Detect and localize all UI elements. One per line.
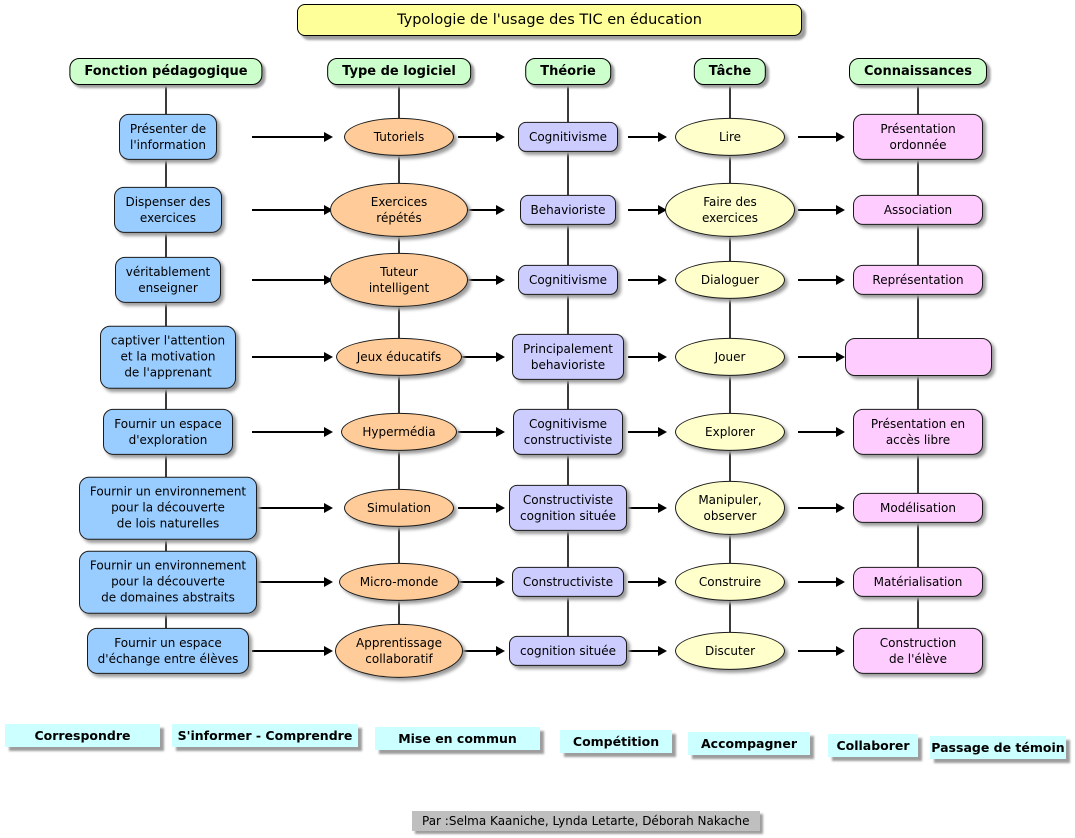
node-logiciel: Hypermédia [341, 412, 457, 452]
diagram-title: Typologie de l'usage des TIC en éducatio… [297, 4, 802, 36]
arrow-right-icon [458, 275, 505, 284]
arrow-right-icon [252, 427, 333, 436]
arrow-right-icon [252, 275, 333, 284]
arrow-right-icon [252, 205, 333, 214]
node-connaissances: Construction de l'élève [853, 627, 983, 675]
node-fonction: Fournir un espace d'échange entre élèves [86, 627, 250, 675]
node-connaissances-empty [844, 338, 992, 376]
node-logiciel: Tuteur intelligent [330, 252, 468, 308]
legend-item: Compétition [560, 730, 672, 753]
node-tache: Faire des exercices [665, 182, 795, 238]
node-tache: Explorer [675, 412, 785, 452]
arrow-right-icon [628, 352, 667, 361]
node-connaissances: Modélisation [853, 492, 983, 524]
arrow-right-icon [628, 205, 667, 214]
node-fonction: Fournir un environnement pour la découve… [78, 476, 258, 540]
node-connaissances: Présentation ordonnée [853, 113, 983, 161]
node-tache: Discuter [675, 631, 785, 671]
arrow-right-icon [628, 132, 667, 141]
arrow-right-icon [458, 427, 505, 436]
node-fonction: Dispenser des exercices [114, 186, 222, 234]
arrow-right-icon [458, 205, 505, 214]
node-logiciel: Apprentissage collaboratif [335, 623, 463, 679]
node-fonction: véritablement enseigner [114, 256, 222, 304]
node-connaissances: Association [853, 194, 983, 226]
node-theorie: cognition située [509, 635, 627, 667]
arrow-right-icon [798, 577, 845, 586]
legend-item: Passage de témoin [930, 736, 1066, 759]
authors-credit: Par :Selma Kaaniche, Lynda Letarte, Débo… [412, 811, 760, 831]
node-fonction: Fournir un environnement pour la découve… [78, 550, 258, 614]
arrow-right-icon [252, 352, 333, 361]
column-header-theorie: Théorie [525, 58, 611, 85]
column-header-tache: Tâche [693, 58, 767, 85]
arrow-right-icon [252, 503, 333, 512]
column-header-connaissances: Connaissances [849, 58, 987, 85]
node-theorie: Cognitivisme constructiviste [512, 408, 624, 456]
arrow-right-icon [628, 503, 667, 512]
arrow-right-icon [252, 132, 333, 141]
arrow-right-icon [628, 577, 667, 586]
arrow-right-icon [458, 577, 505, 586]
node-theorie: Principalement behavioriste [512, 333, 624, 381]
arrow-right-icon [458, 132, 505, 141]
column-header-logiciel: Type de logiciel [327, 58, 471, 85]
arrow-right-icon [458, 503, 505, 512]
legend-item: Mise en commun [375, 727, 540, 750]
node-fonction: Fournir un espace d'exploration [103, 408, 233, 456]
arrow-right-icon [798, 503, 845, 512]
arrow-right-icon [458, 352, 505, 361]
arrow-right-icon [458, 646, 505, 655]
node-theorie: Cognitivisme [517, 264, 619, 296]
legend-item: Correspondre [5, 724, 160, 747]
node-connaissances: Présentation en accès libre [853, 408, 983, 456]
arrow-right-icon [252, 646, 333, 655]
legend-item: Accompagner [688, 732, 810, 755]
arrow-right-icon [798, 427, 845, 436]
arrow-right-icon [798, 646, 845, 655]
node-fonction: Présenter de l'information [118, 113, 218, 161]
node-connaissances: Représentation [853, 264, 983, 296]
node-theorie: Constructiviste [511, 566, 625, 598]
legend-item: Collaborer [828, 734, 918, 757]
node-tache: Lire [675, 117, 785, 157]
node-logiciel: Jeux éducatifs [335, 337, 463, 377]
arrow-right-icon [628, 275, 667, 284]
node-logiciel: Exercices répétés [330, 182, 468, 238]
arrow-right-icon [798, 352, 845, 361]
node-tache: Construire [675, 562, 785, 602]
arrow-right-icon [798, 275, 845, 284]
node-logiciel: Simulation [344, 488, 454, 528]
node-theorie: Constructiviste cognition située [509, 484, 627, 532]
node-theorie: Behavioriste [519, 194, 617, 226]
arrow-right-icon [252, 577, 333, 586]
arrow-right-icon [798, 132, 845, 141]
legend-item: S'informer - Comprendre [172, 724, 358, 747]
node-tache: Dialoguer [675, 260, 785, 300]
node-tache: Jouer [675, 337, 785, 377]
node-theorie: Cognitivisme [517, 121, 619, 153]
arrow-right-icon [798, 205, 845, 214]
node-fonction: captiver l'attention et la motivation de… [99, 325, 237, 389]
node-connaissances: Matérialisation [853, 566, 983, 598]
node-logiciel: Tutoriels [344, 117, 454, 157]
node-tache: Manipuler, observer [675, 480, 785, 536]
arrow-right-icon [628, 646, 667, 655]
arrow-right-icon [628, 427, 667, 436]
node-logiciel: Micro-monde [338, 562, 460, 602]
column-header-fonction: Fonction pédagogique [69, 58, 263, 85]
